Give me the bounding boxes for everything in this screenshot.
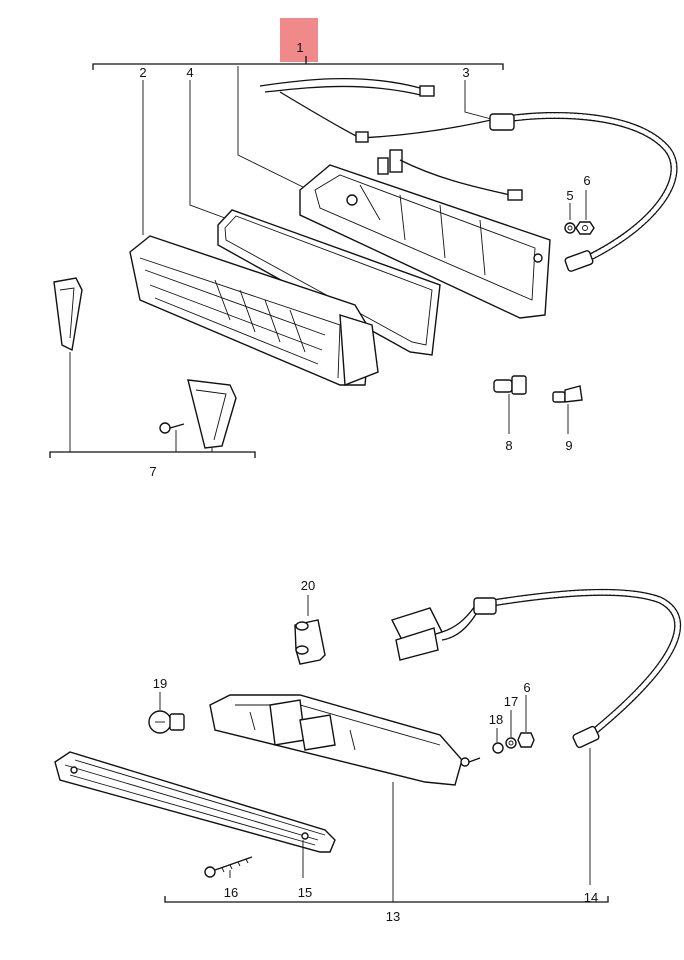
callout-15[interactable]: 15 [298, 885, 312, 900]
bulb-9[interactable] [552, 385, 583, 403]
callout-17[interactable]: 17 [504, 694, 518, 709]
washer-5[interactable] [564, 222, 576, 234]
callout-13[interactable]: 13 [386, 909, 400, 924]
u-clip-20[interactable] [294, 619, 326, 665]
callout-6[interactable]: 6 [583, 173, 590, 188]
long-lens-15[interactable] [54, 751, 336, 853]
callout-14[interactable]: 14 [584, 890, 598, 905]
callout-7[interactable]: 7 [149, 464, 156, 479]
lamp-housing[interactable] [299, 164, 551, 319]
callout-6-bottom[interactable]: 6 [523, 680, 530, 695]
callout-5[interactable]: 5 [566, 188, 573, 203]
side-trim-left[interactable] [53, 277, 83, 352]
bulb-19[interactable] [148, 710, 185, 734]
braided-cable-top[interactable] [489, 111, 678, 272]
nut-18[interactable] [492, 742, 504, 754]
nut-6-bottom[interactable] [517, 732, 535, 748]
callout-3[interactable]: 3 [462, 65, 469, 80]
nut-6[interactable] [575, 221, 595, 235]
leader-3 [464, 80, 496, 121]
leader-1 [237, 66, 306, 189]
bulb-socket-8[interactable] [493, 375, 527, 395]
washer-17[interactable] [505, 737, 517, 749]
group-bracket-top [92, 63, 504, 70]
callout-9[interactable]: 9 [565, 438, 572, 453]
braided-cable-bottom[interactable] [473, 588, 681, 749]
screw-16[interactable] [204, 856, 253, 878]
callout-4[interactable]: 4 [186, 65, 193, 80]
side-trim-right[interactable] [187, 379, 237, 449]
screw-7[interactable] [159, 422, 185, 434]
callout-19[interactable]: 19 [153, 676, 167, 691]
indicator-lens[interactable] [129, 235, 379, 387]
callout-1-highlight[interactable] [280, 18, 318, 62]
group-bracket-7 [49, 451, 256, 458]
callout-18[interactable]: 18 [489, 712, 503, 727]
socket-housing-13[interactable] [209, 694, 481, 786]
group-bracket-bottom [164, 896, 609, 903]
connector-plug[interactable] [391, 605, 477, 661]
callout-1[interactable]: 1 [296, 40, 303, 55]
callout-16[interactable]: 16 [224, 885, 238, 900]
gasket[interactable] [217, 209, 441, 356]
callout-20[interactable]: 20 [301, 578, 315, 593]
wiring-harness[interactable] [259, 77, 523, 201]
callout-2[interactable]: 2 [139, 65, 146, 80]
callout-8[interactable]: 8 [505, 438, 512, 453]
leader-4 [189, 80, 226, 219]
